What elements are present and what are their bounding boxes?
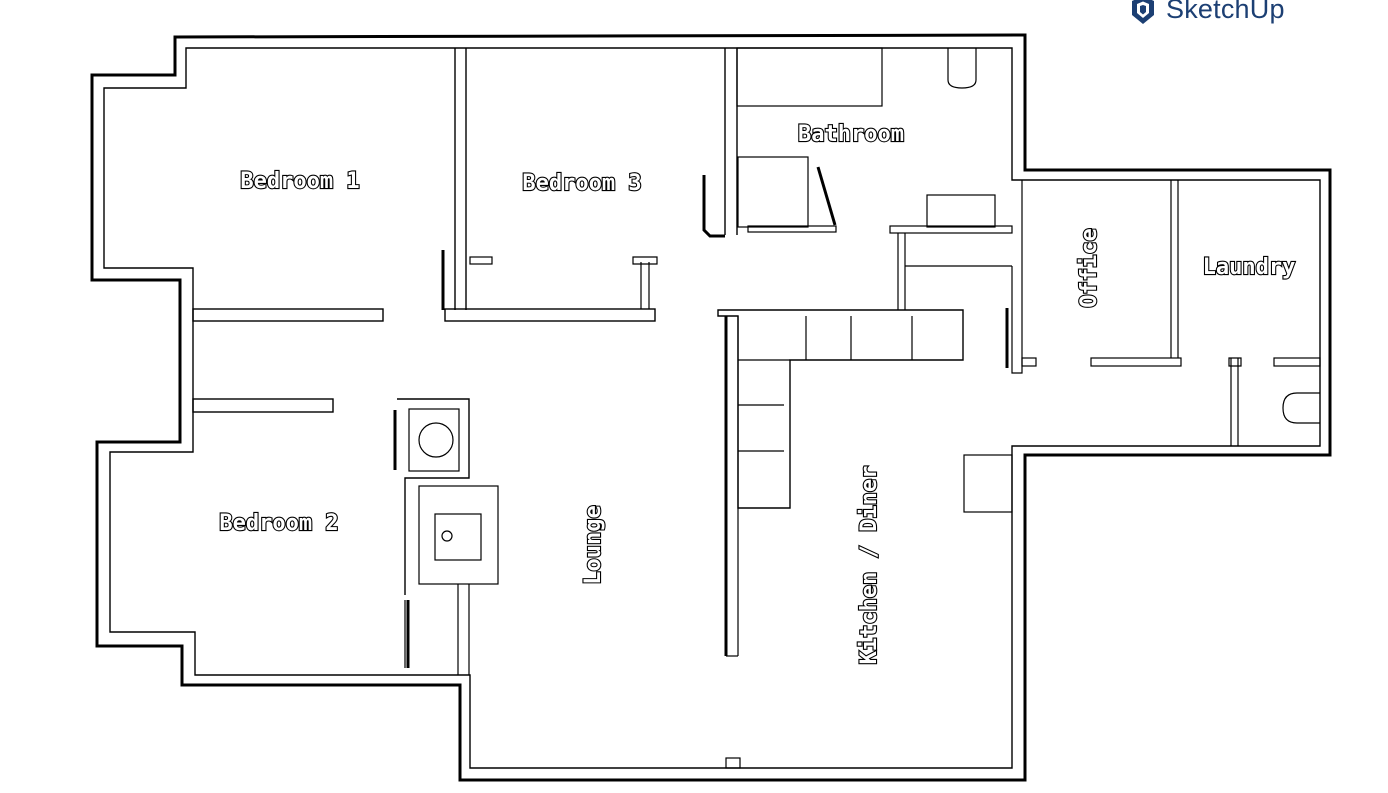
room-label-bedroom-3: Bedroom 3 — [522, 171, 641, 196]
sketchup-icon — [1132, 0, 1154, 24]
outer-wall-inner — [103, 47, 1321, 769]
walls — [90, 33, 1332, 782]
room-label-bedroom-2: Bedroom 2 — [219, 511, 338, 536]
room-label-lounge: Lounge — [581, 505, 606, 584]
brand-name: SketchUp — [1166, 0, 1285, 24]
room-label-laundry: Laundry — [1203, 255, 1296, 280]
room-labels: Bedroom 1 Bedroom 3 Bathroom Bedroom 2 L… — [218, 121, 1296, 666]
room-label-bedroom-1: Bedroom 1 — [240, 169, 359, 194]
outer-wall — [90, 33, 1332, 782]
room-label-office: Office — [1077, 228, 1102, 307]
room-label-kitchen-diner: Kitchen / Diner — [857, 466, 882, 665]
room-label-bathroom: Bathroom — [798, 122, 904, 147]
sketchup-logo: SketchUp — [1128, 0, 1285, 25]
